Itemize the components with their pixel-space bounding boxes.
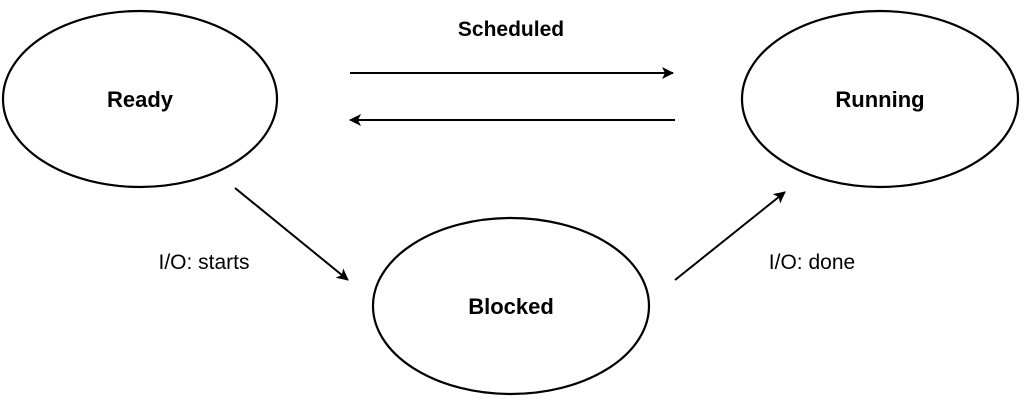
- state-ready-shape: [1, 9, 279, 189]
- label-io-done: I/O: done: [769, 251, 855, 274]
- state-blocked: Blocked: [371, 216, 651, 396]
- label-io-starts: I/O: starts: [158, 251, 249, 274]
- state-blocked-label: Blocked: [468, 294, 554, 319]
- state-ready: Ready: [1, 9, 279, 189]
- arrow-blocked-to-running: [674, 191, 786, 281]
- state-blocked-shape: [371, 216, 651, 396]
- state-running-label: Running: [835, 87, 924, 112]
- state-ready-label: Ready: [107, 87, 174, 112]
- label-scheduled: Scheduled: [458, 18, 564, 41]
- arrow-ready-to-blocked: [234, 187, 349, 281]
- state-running-shape: [740, 9, 1020, 189]
- state-running: Running: [740, 9, 1020, 189]
